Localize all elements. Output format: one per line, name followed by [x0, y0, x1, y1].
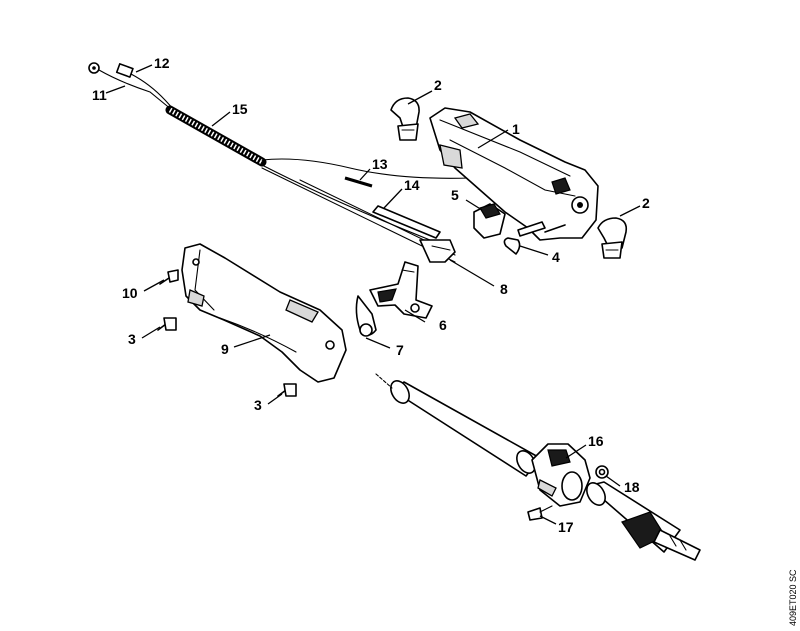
callout-1: 1 [512, 121, 520, 137]
drawing-code: 409ET020 SC [788, 569, 798, 626]
clamp-2-right [597, 217, 628, 259]
callout-4: 4 [552, 249, 560, 265]
callout-9: 9 [221, 341, 229, 357]
callout-14: 14 [404, 177, 420, 193]
callout-15: 15 [232, 101, 248, 117]
spring-8 [419, 239, 456, 263]
callout-16: 16 [588, 433, 604, 449]
clamp-16 [531, 443, 591, 507]
callout-2-right: 2 [642, 195, 650, 211]
wiring-harness [88, 62, 526, 241]
throttle-trigger-6 [369, 261, 433, 319]
callout-3-lower: 3 [254, 397, 262, 413]
callout-10: 10 [122, 285, 138, 301]
screw-3-lower [277, 383, 297, 397]
clamp-2-left [390, 97, 420, 141]
callout-12: 12 [154, 55, 170, 71]
clip-4 [503, 237, 521, 255]
screw-3-upper [157, 317, 177, 331]
callout-5: 5 [451, 187, 459, 203]
callout-18: 18 [624, 479, 640, 495]
callout-7: 7 [396, 342, 404, 358]
screw-10 [159, 269, 179, 285]
callout-8: 8 [500, 281, 508, 297]
callout-17: 17 [558, 519, 574, 535]
callout-6: 6 [439, 317, 447, 333]
leader-lines [105, 64, 641, 525]
spring-7 [355, 295, 377, 337]
handle-housing-1 [429, 107, 599, 241]
callout-13: 13 [372, 156, 388, 172]
callout-3-upper: 3 [128, 331, 136, 347]
screw-17 [527, 505, 553, 521]
nut-18 [595, 465, 609, 479]
handle-housing-9 [181, 243, 347, 383]
switch-5 [473, 203, 506, 239]
drive-tube [375, 373, 701, 561]
callout-2-left: 2 [434, 77, 442, 93]
callout-labels: 1 2 2 3 3 4 5 6 7 8 9 10 11 12 13 14 15 … [92, 55, 650, 535]
callout-11: 11 [92, 87, 107, 103]
